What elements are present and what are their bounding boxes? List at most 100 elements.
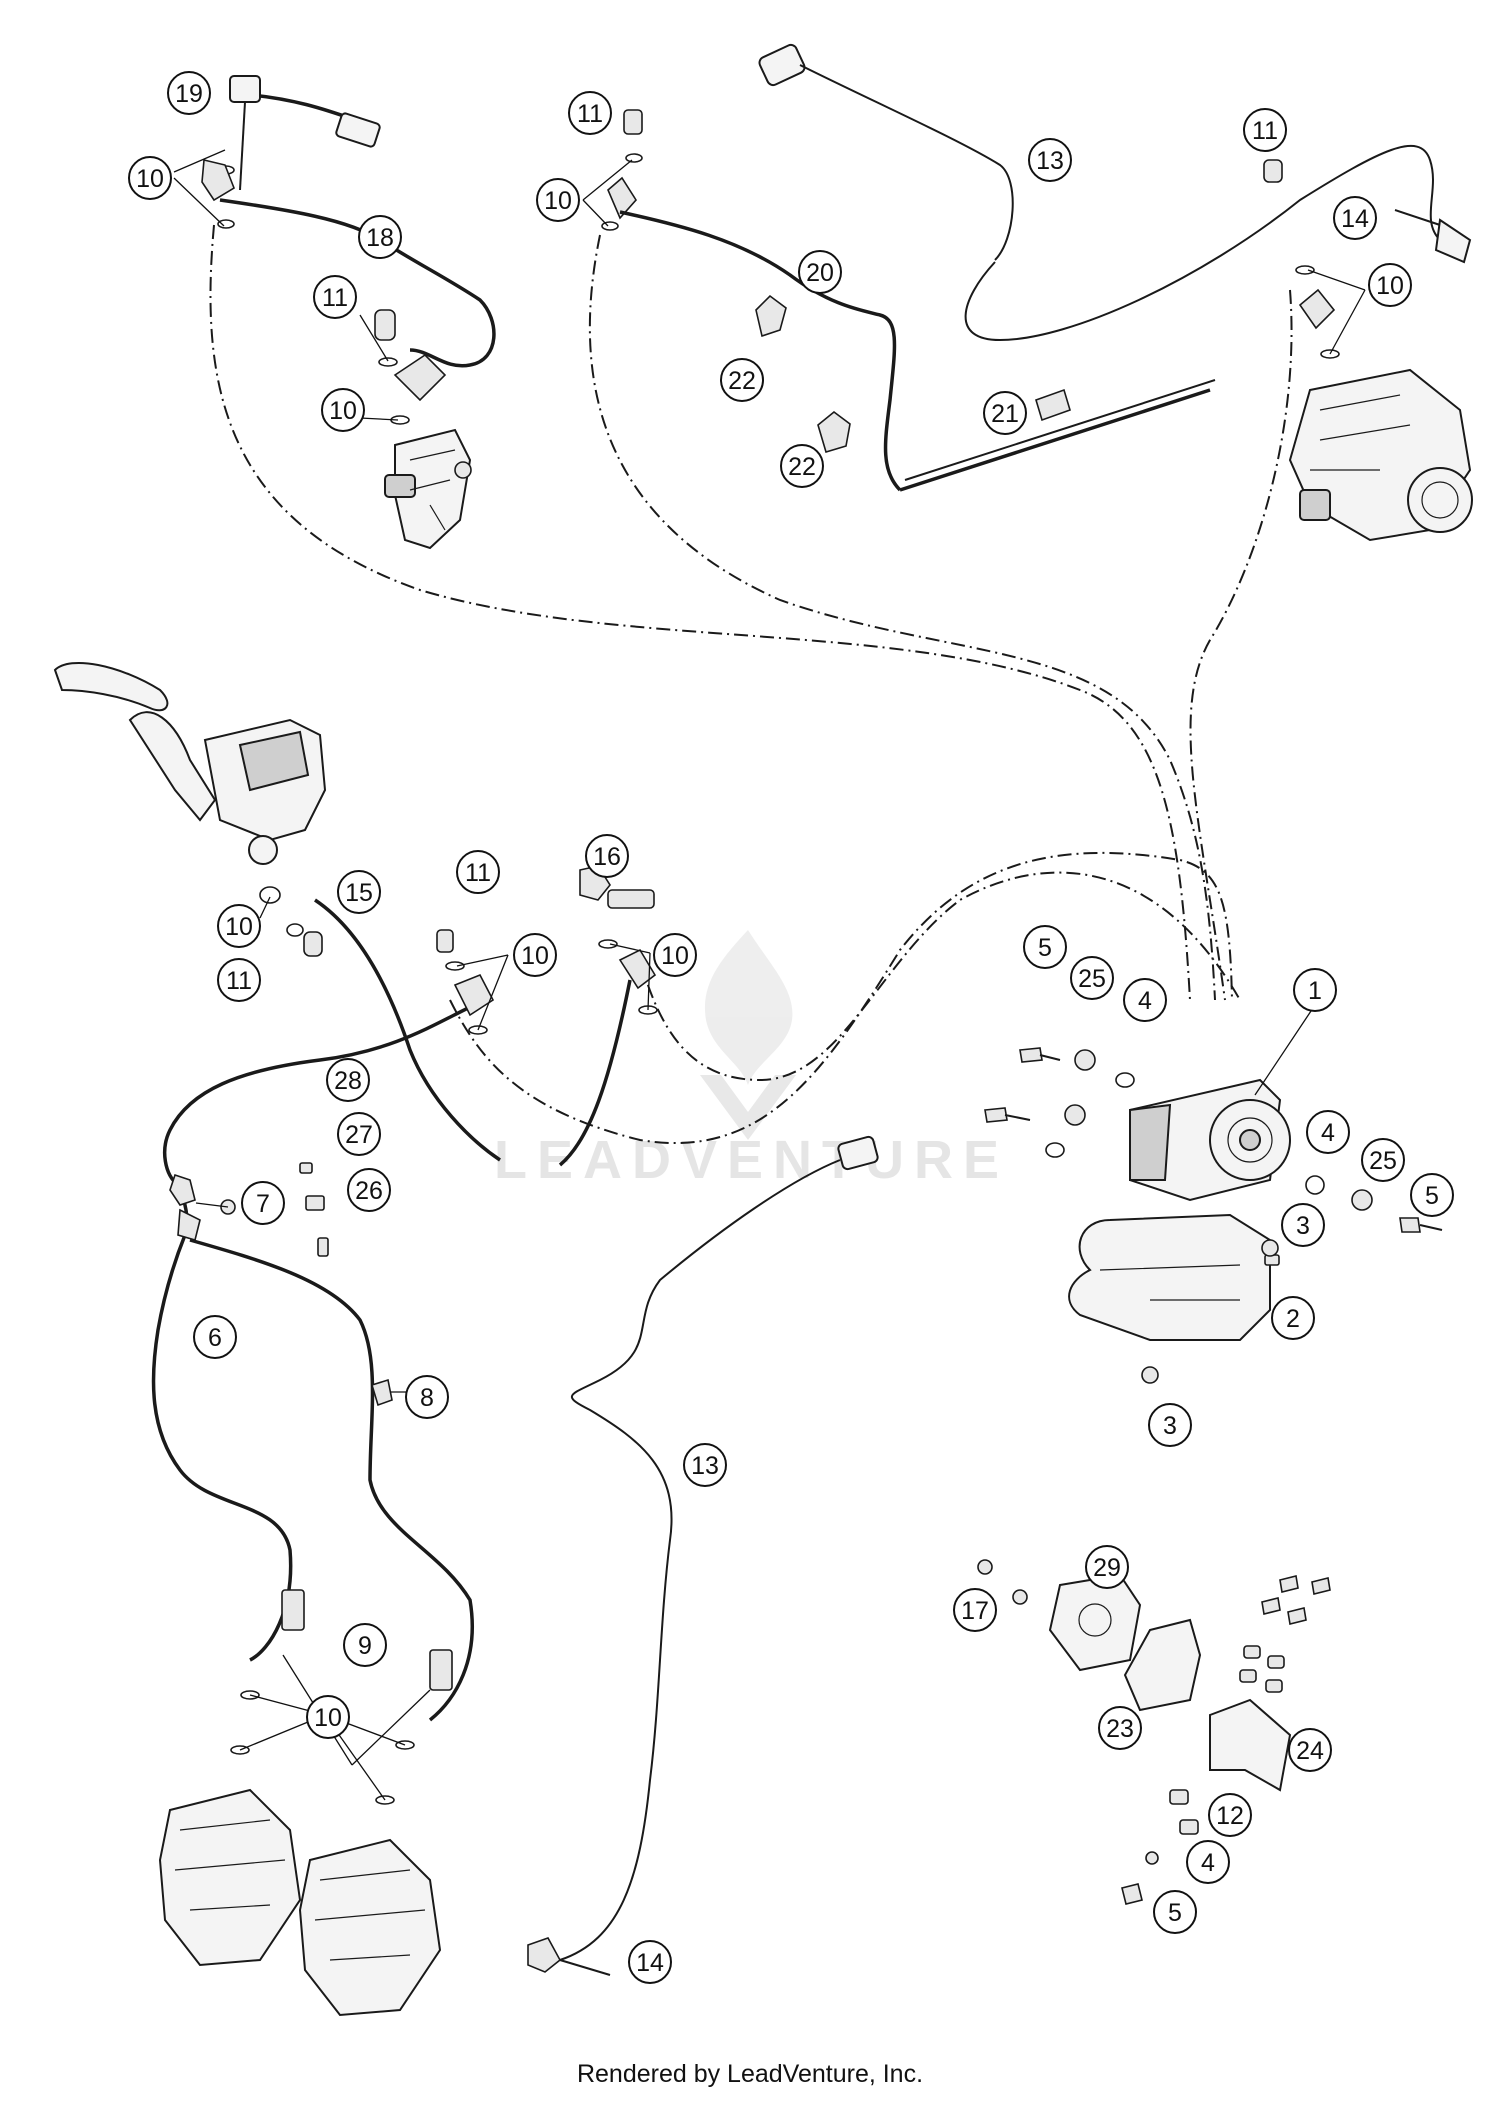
callout-11: 11 <box>217 958 261 1002</box>
callout-3: 3 <box>1148 1403 1192 1447</box>
callout-15: 15 <box>337 870 381 914</box>
callout-23: 23 <box>1098 1706 1142 1750</box>
callout-25: 25 <box>1070 956 1114 1000</box>
callout-8: 8 <box>405 1375 449 1419</box>
callout-number: 16 <box>593 843 621 871</box>
callout-number: 11 <box>577 100 603 128</box>
callout-19: 19 <box>167 71 211 115</box>
callout-circle <box>1123 978 1167 1022</box>
callout-11: 11 <box>313 275 357 319</box>
callout-number: 14 <box>636 1949 664 1977</box>
callout-28: 28 <box>326 1058 370 1102</box>
callout-number: 4 <box>1321 1119 1335 1147</box>
callout-1: 1 <box>1293 968 1337 1012</box>
callout-10: 10 <box>536 178 580 222</box>
callout-number: 17 <box>961 1597 989 1625</box>
watermark: LEADVENTURE <box>494 930 999 1190</box>
callout-24: 24 <box>1288 1728 1332 1772</box>
callout-number: 10 <box>329 397 357 425</box>
callout-3: 3 <box>1281 1203 1325 1247</box>
front-master-cylinder-group <box>53 662 327 957</box>
callout-number: 21 <box>991 400 1019 428</box>
callout-22: 22 <box>720 358 764 402</box>
callout-circle <box>683 1443 727 1487</box>
callout-number: 13 <box>691 1452 719 1480</box>
callout-circle <box>241 1181 285 1225</box>
callout-circle <box>321 388 365 432</box>
rear-caliper-group <box>1263 159 1473 542</box>
leader-lines <box>173 149 1366 1801</box>
callout-layer: 1910181110111013202222211114101510111110… <box>128 71 1454 1984</box>
front-calipers <box>158 1788 442 2017</box>
callout-number: 18 <box>366 224 394 252</box>
callout-circle <box>217 904 261 948</box>
callout-circle <box>585 834 629 878</box>
callout-10: 10 <box>321 388 365 432</box>
callout-7: 7 <box>241 1181 285 1225</box>
callout-21: 21 <box>983 391 1027 435</box>
callout-number: 10 <box>225 913 253 941</box>
callout-number: 6 <box>208 1324 222 1352</box>
callout-circle <box>405 1375 449 1419</box>
callout-circle <box>343 1623 387 1667</box>
callout-number: 26 <box>355 1177 383 1205</box>
callout-number: 10 <box>1376 272 1404 300</box>
callout-circle <box>1085 1545 1129 1589</box>
callout-16: 16 <box>585 834 629 878</box>
callout-number: 10 <box>136 165 164 193</box>
callout-5: 5 <box>1410 1173 1454 1217</box>
callout-27: 27 <box>337 1112 381 1156</box>
callout-14: 14 <box>1333 196 1377 240</box>
callout-circle <box>337 1112 381 1156</box>
watermark-flame-icon <box>704 930 793 1085</box>
callout-number: 10 <box>544 187 572 215</box>
callout-number: 25 <box>1078 965 1106 993</box>
callout-4: 4 <box>1306 1110 1350 1154</box>
callout-circle <box>337 870 381 914</box>
callout-number: 7 <box>256 1190 270 1218</box>
front-sensor-cable <box>527 1135 879 1976</box>
footer-credit: Rendered by LeadVenture, Inc. <box>576 2060 924 2088</box>
callout-number: 5 <box>1425 1182 1439 1210</box>
callout-number: 19 <box>175 80 203 108</box>
callout-17: 17 <box>953 1588 997 1632</box>
callout-circle <box>536 178 580 222</box>
callout-circle <box>1333 196 1377 240</box>
callout-number: 27 <box>345 1121 373 1149</box>
callout-number: 9 <box>358 1632 372 1660</box>
callout-number: 29 <box>1093 1554 1121 1582</box>
callout-10: 10 <box>306 1695 350 1739</box>
callout-11: 11 <box>568 91 612 135</box>
callout-12: 12 <box>1208 1793 1252 1837</box>
callout-circle <box>513 933 557 977</box>
callout-20: 20 <box>798 250 842 294</box>
callout-14: 14 <box>628 1940 672 1984</box>
callout-circle <box>1361 1138 1405 1182</box>
rear-master-cylinder-group <box>201 75 496 550</box>
callout-number: 5 <box>1168 1899 1182 1927</box>
callout-22: 22 <box>780 444 824 488</box>
watermark-v-icon <box>700 1075 796 1140</box>
callout-number: 12 <box>1216 1802 1244 1830</box>
sensor-bracket-group <box>977 1559 1331 1905</box>
callout-circle <box>128 156 172 200</box>
callout-number: 3 <box>1163 1412 1177 1440</box>
callout-circle <box>167 71 211 115</box>
callout-circle <box>983 391 1027 435</box>
callout-circle <box>1028 138 1072 182</box>
callout-number: 4 <box>1201 1849 1215 1877</box>
callout-circle <box>1293 968 1337 1012</box>
sensor-cables <box>209 224 1293 1145</box>
callout-2: 2 <box>1271 1296 1315 1340</box>
callout-circle <box>347 1168 391 1212</box>
callout-circle <box>780 444 824 488</box>
callout-number: 11 <box>1252 117 1278 145</box>
callout-circle <box>1288 1728 1332 1772</box>
callout-number: 20 <box>806 259 834 287</box>
callout-circle <box>1186 1840 1230 1884</box>
callout-number: 4 <box>1138 987 1152 1015</box>
callout-number: 22 <box>788 453 816 481</box>
callout-number: 23 <box>1106 1715 1134 1743</box>
callout-number: 2 <box>1286 1305 1300 1333</box>
